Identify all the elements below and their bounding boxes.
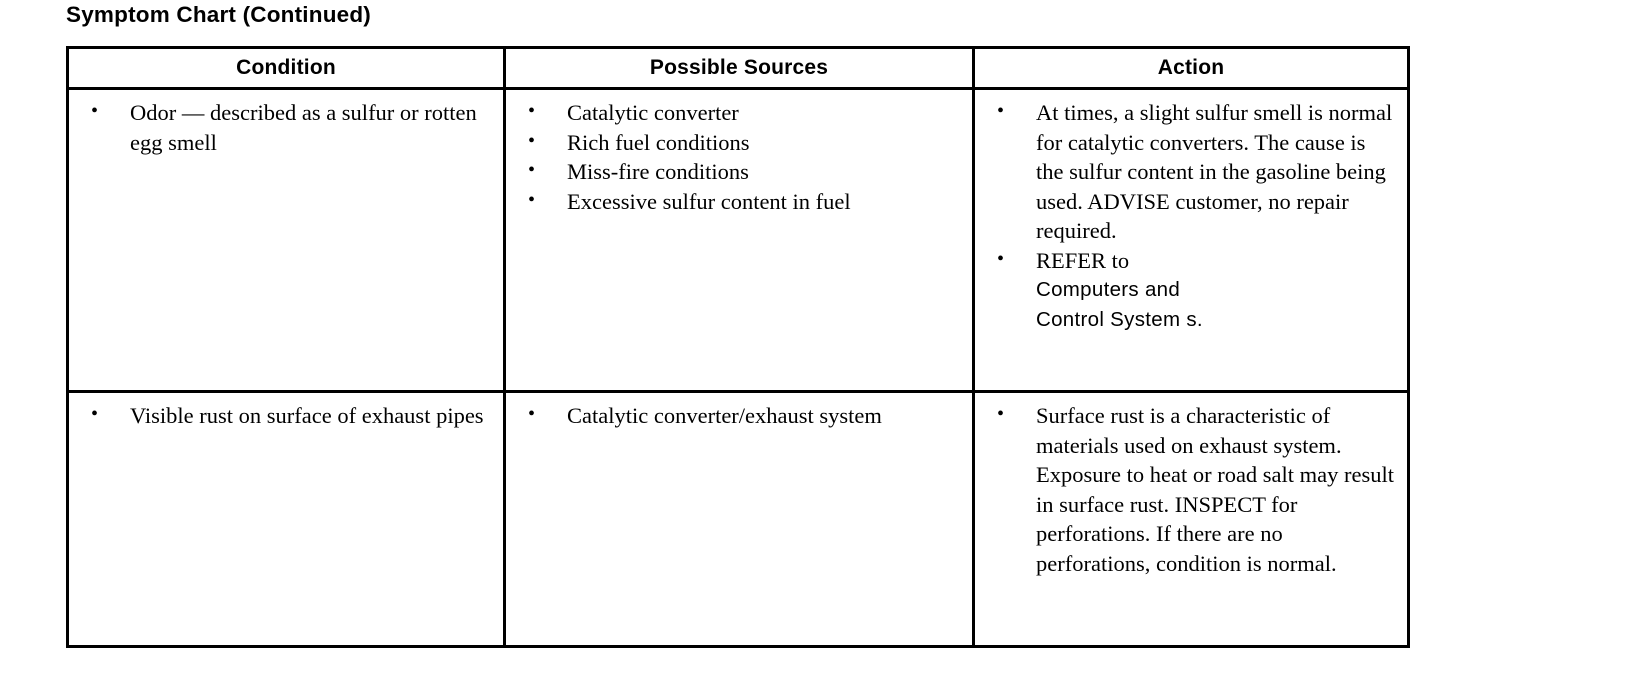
list-item: Odor — described as a sulfur or rotten e… — [81, 97, 493, 157]
column-header-action: Action — [972, 47, 1409, 90]
cell-condition: Odor — described as a sulfur or rotten e… — [67, 88, 506, 392]
table-row: Visible rust on surface of exhaust pipes… — [67, 390, 1409, 647]
cell-possible-sources: Catalytic converter Rich fuel conditions… — [503, 88, 975, 392]
column-header-possible-sources: Possible Sources — [503, 47, 975, 90]
list-item-refer: REFER to Computers and Control System s. — [987, 245, 1397, 335]
cell-action: Surface rust is a characteristic of mate… — [972, 390, 1409, 647]
list-item: Excessive sulfur content in fuel — [518, 186, 962, 217]
condition-list: Odor — described as a sulfur or rotten e… — [69, 90, 503, 163]
list-item: Catalytic converter/exhaust system — [518, 400, 962, 431]
table-row: Odor — described as a sulfur or rotten e… — [67, 88, 1409, 392]
list-item: Visible rust on surface of exhaust pipes — [81, 400, 493, 431]
cell-condition: Visible rust on surface of exhaust pipes — [67, 390, 506, 647]
list-item: Miss-fire conditions — [518, 156, 962, 187]
table-header-row: Condition Possible Sources Action — [67, 47, 1409, 90]
refer-label: REFER to — [1036, 247, 1130, 273]
condition-list: Visible rust on surface of exhaust pipes — [69, 393, 503, 437]
action-list: At times, a slight sulfur smell is norma… — [975, 90, 1407, 340]
cross-reference-line-1[interactable]: Computers and — [1036, 278, 1181, 301]
cross-reference-line-2[interactable]: Control System s. — [1036, 307, 1203, 331]
possible-sources-list: Catalytic converter/exhaust system — [506, 393, 972, 437]
list-item: Rich fuel conditions — [518, 127, 962, 158]
cell-action: At times, a slight sulfur smell is norma… — [972, 88, 1409, 392]
action-list: Surface rust is a characteristic of mate… — [975, 393, 1407, 584]
cell-possible-sources: Catalytic converter/exhaust system — [503, 390, 975, 647]
list-item: Surface rust is a characteristic of mate… — [987, 400, 1397, 578]
list-item: Catalytic converter — [518, 97, 962, 128]
page-title: Symptom Chart (Continued) — [66, 2, 371, 27]
list-item: At times, a slight sulfur smell is norma… — [987, 97, 1397, 246]
symptom-chart-table: Condition Possible Sources Action Odor —… — [66, 46, 1410, 648]
column-header-condition: Condition — [67, 47, 506, 90]
possible-sources-list: Catalytic converter Rich fuel conditions… — [506, 90, 972, 222]
